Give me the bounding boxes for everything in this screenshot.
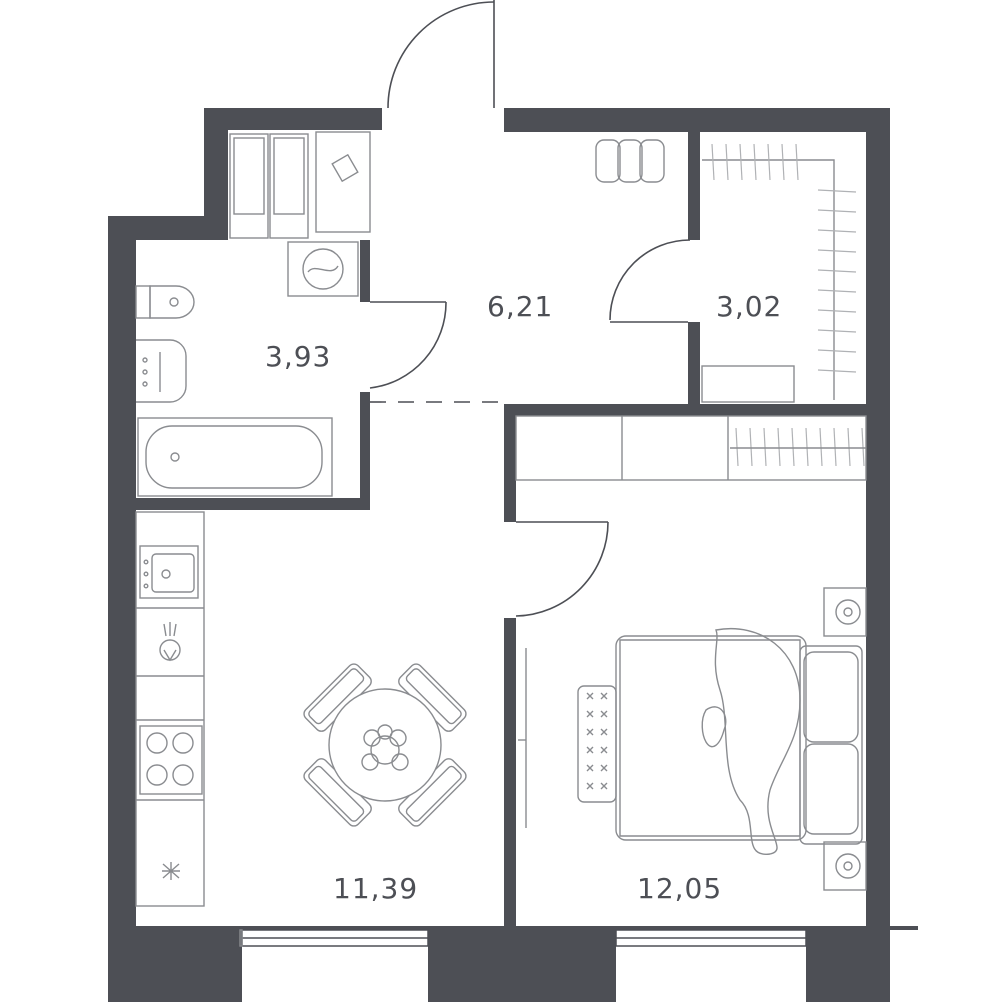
wardrobe-area: 3,02 [716,290,782,323]
hanger-mark [763,427,767,467]
nightstand-top-icon [823,587,867,637]
hanger-mark [817,369,857,373]
hanger-mark [817,209,857,213]
hanger-mark [819,427,823,467]
wardrobe-icon [701,143,865,467]
water-heater-icon [229,133,309,239]
bench-stitch [586,710,594,718]
hanger-mark [833,427,837,467]
flowers-icon [361,724,409,771]
kitchen-counter [135,511,205,907]
hanger-mark [781,143,785,181]
tv-icon [518,648,527,828]
hanger-mark [791,427,795,467]
hanger-mark [777,427,781,467]
washing-machine-icon [287,241,359,297]
bench-stitch [600,764,608,772]
bench-stitch [600,692,608,700]
wardrobe-door [609,239,691,323]
shoe-rack-icon [315,131,371,233]
hanger-mark [817,309,857,313]
hanger-mark [817,229,857,233]
bathroom-door [369,301,447,389]
entrance-door [387,0,495,109]
hanger-mark [847,427,851,467]
hanger-mark [767,143,771,181]
bed-icon [615,628,863,855]
hanger-mark [749,427,753,467]
kitchen-sink-icon [139,545,199,599]
bench-stitch [586,746,594,754]
closet-icon [515,415,867,481]
hanger-mark [817,189,857,193]
hanger-mark [817,289,857,293]
bench-stitch [600,746,608,754]
bathroom-area: 3,93 [265,340,331,373]
hallway-area: 6,21 [487,290,553,323]
hanger-mark [735,427,739,467]
hanger-mark [817,269,857,273]
sink-icon [136,339,187,403]
bench-stitch [600,782,608,790]
bench-stitch [586,782,594,790]
hanger-mark [805,427,809,467]
dining-table-icon [303,663,467,827]
dishwasher-icon [159,622,181,662]
hanger-mark [725,143,729,181]
bench-stitch [586,728,594,736]
bathtub-icon [137,417,333,497]
bedroom-door [515,521,609,617]
bench-icon [595,139,665,183]
walls [108,108,918,1002]
hob-icon [139,725,203,795]
hanger-mark [861,427,865,467]
toilet-icon [135,285,195,319]
bench-stitch [586,764,594,772]
bench-stitch [586,692,594,700]
nightstand-bottom-icon [823,841,867,891]
hanger-mark [817,329,857,333]
hanger-mark [817,349,857,353]
bedroom-area: 12,05 [637,872,722,905]
hanger-mark [753,143,757,181]
fridge-icon [162,862,180,880]
bench-stitch [600,710,608,718]
hanger-mark [795,143,799,181]
hanger-mark [711,143,715,181]
kitchen-living-area: 11,39 [333,872,418,905]
hanger-mark [739,143,743,181]
bench-foot-icon [577,685,617,803]
bench-stitch [600,728,608,736]
radiator-icon [239,929,243,947]
hanger-mark [817,249,857,253]
